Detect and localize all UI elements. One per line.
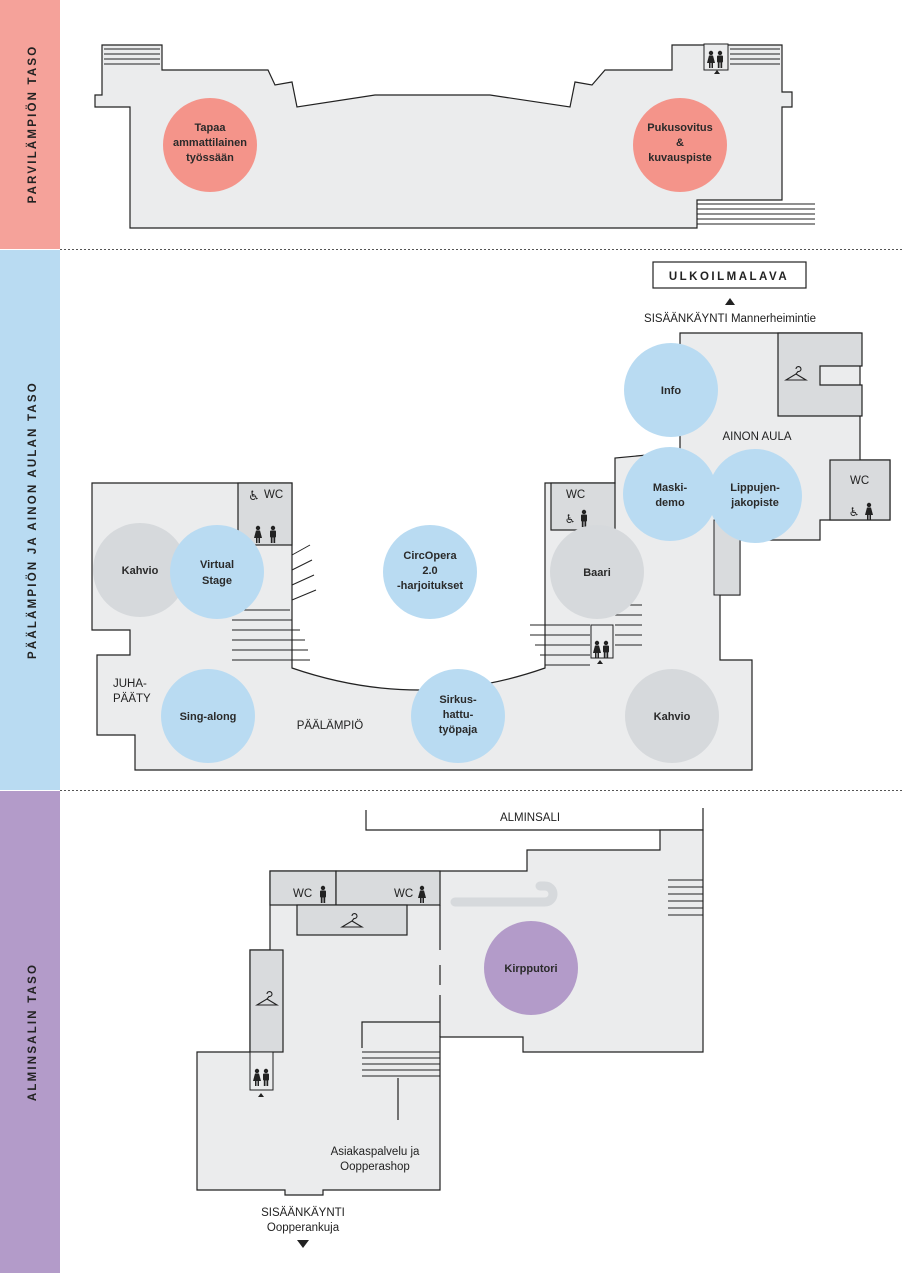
almi-floor-plan: ALMINSALI WC WC Kirpputori Asiakaspalvel… bbox=[196, 808, 704, 1248]
level-title-paa: PÄÄLÄMPIÖN JA AINON AULAN TASO bbox=[26, 381, 39, 659]
elevator-icon bbox=[249, 1051, 274, 1097]
activity-spot-maskidemo[interactable] bbox=[623, 447, 717, 541]
spot-label: hattu- bbox=[443, 709, 474, 721]
level-band-parvi bbox=[0, 0, 60, 249]
ainon-aula-label: AINON AULA bbox=[722, 431, 791, 443]
spot-label: kuvauspiste bbox=[648, 152, 712, 164]
parvi-floor-plan: Tapaa ammattilainen työssään Pukusovitus… bbox=[94, 43, 815, 229]
paalampio-label: PÄÄLÄMPIÖ bbox=[297, 720, 364, 732]
wheelchair-icon: ♿ bbox=[248, 489, 260, 504]
entrance-arrow-icon bbox=[725, 298, 735, 305]
spot-label: Sirkus- bbox=[439, 694, 477, 706]
spot-label: Kirpputori bbox=[504, 963, 557, 975]
spot-label: työssään bbox=[186, 152, 234, 164]
level-title-almi: ALMINSALIN TASO bbox=[27, 963, 39, 1101]
spot-label: -harjoitukset bbox=[397, 580, 463, 592]
activity-spot-circopera[interactable] bbox=[383, 525, 477, 619]
wheelchair-icon: ♿ bbox=[565, 512, 576, 526]
wc-room bbox=[335, 870, 441, 906]
ulkoilmalava-label: ULKOILMALAVA bbox=[669, 271, 789, 283]
wc-label: WC bbox=[850, 475, 869, 487]
spot-label: Sing-along bbox=[180, 711, 237, 723]
spot-label: & bbox=[676, 137, 684, 149]
entrance-arrow-icon bbox=[297, 1240, 309, 1248]
activity-spot-sirkushattutyopaja[interactable] bbox=[411, 669, 505, 763]
elevator-icon bbox=[590, 624, 614, 664]
activity-spot-kirpputori[interactable] bbox=[484, 921, 578, 1015]
spot-label: Tapaa bbox=[195, 122, 227, 134]
wc-label: WC bbox=[566, 489, 585, 501]
spot-label: Info bbox=[661, 385, 681, 397]
spot-label: 2.0 bbox=[422, 565, 437, 577]
ramp bbox=[450, 881, 558, 907]
entrance-label: SISÄÄNKÄYNTI bbox=[261, 1207, 345, 1219]
alminsali-label: ALMINSALI bbox=[500, 812, 560, 824]
juhapaaty-label: JUHA- bbox=[113, 678, 147, 690]
cloakroom bbox=[296, 904, 408, 936]
activity-spot-virtual-stage[interactable] bbox=[170, 525, 264, 619]
activity-spot-kahvio[interactable] bbox=[93, 523, 187, 617]
paa-floor-plan: ULKOILMALAVA SISÄÄNKÄYNTI Mannerheiminti… bbox=[91, 261, 891, 771]
spot-label: Virtual bbox=[200, 559, 234, 571]
elevator-icon bbox=[703, 43, 729, 74]
spot-label: CircOpera bbox=[403, 550, 457, 562]
spot-label: demo bbox=[655, 497, 685, 509]
spot-label: Maski- bbox=[653, 482, 688, 494]
spot-label: Pukusovitus bbox=[647, 122, 712, 134]
stairs bbox=[362, 879, 703, 1077]
service-label: Oopperashop bbox=[340, 1161, 410, 1173]
spot-label: Kahvio bbox=[122, 565, 159, 577]
service-label: Asiakaspalvelu ja bbox=[331, 1146, 420, 1158]
wc-label: WC bbox=[394, 888, 413, 900]
juhapaaty-label: PÄÄTY bbox=[113, 693, 151, 705]
activity-spot-baari[interactable] bbox=[550, 525, 644, 619]
spot-label: ammattilainen bbox=[173, 137, 247, 149]
wc-room bbox=[829, 459, 891, 521]
level-band-almi bbox=[0, 791, 60, 1273]
wheelchair-icon: ♿ bbox=[849, 505, 860, 519]
activity-spot-lippujenjakopiste[interactable] bbox=[708, 449, 802, 543]
spot-label: työpaja bbox=[439, 724, 478, 736]
entrance-label: SISÄÄNKÄYNTI Mannerheimintie bbox=[644, 313, 816, 325]
spot-label: Kahvio bbox=[654, 711, 691, 723]
activity-spot-tapaa[interactable] bbox=[163, 98, 257, 192]
spot-label: Lippujen- bbox=[730, 482, 780, 494]
stairs bbox=[104, 48, 815, 225]
spot-label: jakopiste bbox=[730, 497, 779, 509]
entrance-label: Oopperankuja bbox=[267, 1222, 340, 1234]
activity-spot-kahvio-2[interactable] bbox=[625, 669, 719, 763]
wc-label: WC bbox=[293, 888, 312, 900]
cloakroom bbox=[249, 949, 284, 1053]
spot-label: Baari bbox=[583, 567, 611, 579]
activity-spot-pukusovitus[interactable] bbox=[633, 98, 727, 192]
level-title-parvi: PARVILÄMPIÖN TASO bbox=[26, 45, 39, 204]
level-band-paa bbox=[0, 250, 60, 790]
activity-spot-sing-along[interactable] bbox=[161, 669, 255, 763]
wc-room bbox=[237, 482, 293, 546]
wc-label: WC bbox=[264, 489, 283, 501]
cloakroom bbox=[777, 332, 863, 417]
activity-spot-info[interactable] bbox=[624, 343, 718, 437]
spot-label: Stage bbox=[202, 575, 232, 587]
ulkoilmalava-box bbox=[652, 261, 807, 289]
